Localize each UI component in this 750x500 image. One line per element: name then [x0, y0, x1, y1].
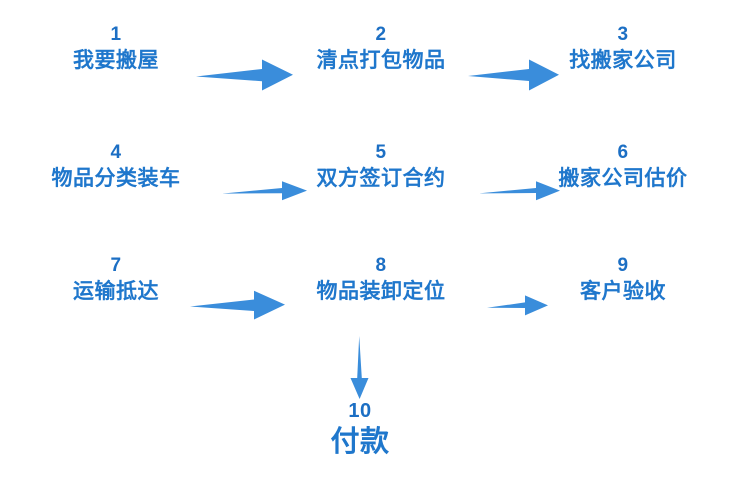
arrow-step2-to-step3-icon [468, 58, 560, 92]
flow-node-4[interactable]: 4 物品分类装车 [52, 142, 181, 194]
flow-node-8-label: 物品装卸定位 [316, 280, 446, 303]
flow-node-9-number: 9 [617, 255, 629, 276]
flow-node-6[interactable]: 6 搬家公司估价 [559, 142, 688, 194]
arrow-step4-to-step5-icon [222, 178, 308, 204]
flow-node-2-label: 清点打包物品 [316, 49, 446, 72]
flow-node-7-label: 运输抵达 [73, 280, 159, 303]
arrow-step7-to-step8-icon [190, 289, 286, 321]
flow-node-7[interactable]: 7 运输抵达 [73, 255, 159, 307]
arrow-step8-to-step9-icon [487, 293, 549, 319]
flow-node-4-number: 4 [110, 142, 122, 163]
flow-node-10[interactable]: 10 付款 [330, 400, 389, 462]
flow-node-2-number: 2 [375, 24, 387, 45]
flow-node-3-number: 3 [617, 24, 629, 45]
arrow-step1-to-step2-icon [196, 58, 294, 92]
arrow-step8-to-step10-icon [344, 336, 376, 400]
flow-node-6-number: 6 [617, 142, 629, 163]
flow-node-5[interactable]: 5 双方签订合约 [317, 142, 446, 194]
flow-node-9[interactable]: 9 客户验收 [580, 255, 666, 307]
flow-node-4-label: 物品分类装车 [51, 167, 181, 190]
flow-node-7-number: 7 [110, 255, 122, 276]
flow-node-8[interactable]: 8 物品装卸定位 [317, 255, 446, 307]
flow-node-5-number: 5 [375, 142, 387, 163]
flow-node-3-label: 找搬家公司 [569, 49, 677, 72]
flow-node-2[interactable]: 2 清点打包物品 [317, 24, 446, 76]
flow-node-10-number: 10 [348, 400, 372, 422]
flow-node-10-label: 付款 [330, 426, 390, 458]
flow-node-6-label: 搬家公司估价 [558, 167, 688, 190]
flow-node-9-label: 客户验收 [580, 280, 666, 303]
flow-node-1-number: 1 [110, 24, 122, 45]
flow-node-1[interactable]: 1 我要搬屋 [73, 24, 159, 76]
flow-node-3[interactable]: 3 找搬家公司 [569, 24, 677, 76]
flow-node-1-label: 我要搬屋 [73, 49, 159, 72]
arrow-step5-to-step6-icon [479, 178, 561, 204]
flow-node-8-number: 8 [375, 255, 387, 276]
flow-node-5-label: 双方签订合约 [316, 167, 446, 190]
